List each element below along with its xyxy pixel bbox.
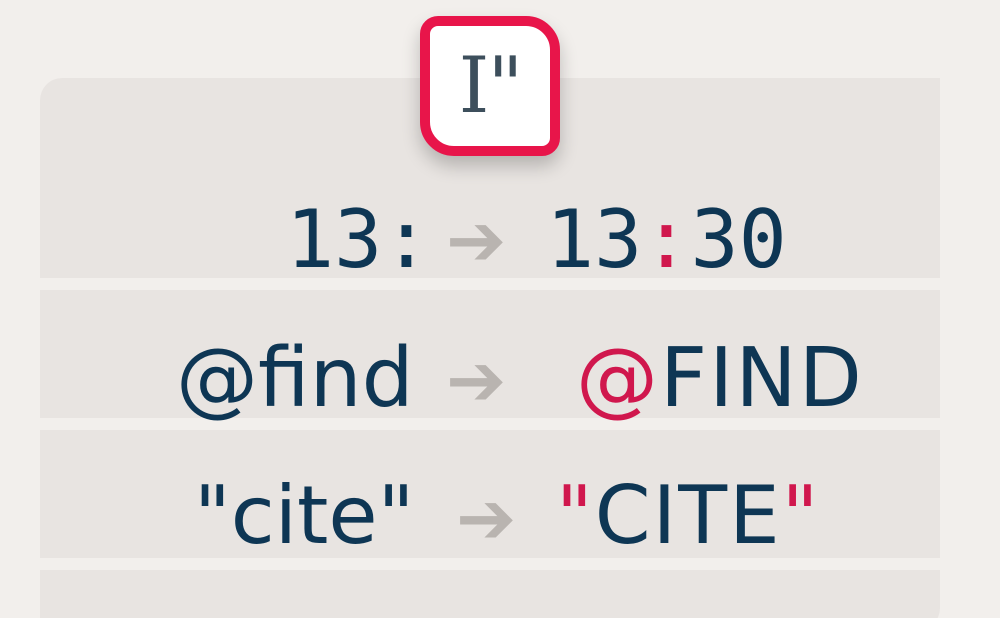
input-example: @find [176, 331, 414, 426]
example-row-at: @find ➔ @FIND [0, 338, 1000, 438]
band-2 [40, 290, 940, 418]
example-row-quotes: "cite" ➔ "CITE" [0, 476, 1000, 576]
output-main: FIND [660, 331, 864, 426]
arrow-right-icon: ➔ [446, 338, 507, 422]
output-example: 13:30 [546, 200, 787, 280]
band-3 [40, 430, 940, 558]
input-example: 13: [286, 193, 431, 286]
output-rest: 30 [690, 193, 787, 286]
arrow-right-icon: ➔ [456, 476, 517, 560]
output-example: @FIND [576, 338, 864, 420]
output-accent: @ [576, 331, 660, 426]
input-example: "cite" [194, 469, 415, 562]
output-accent-close: " [781, 469, 821, 562]
app-logo-icon: I" [420, 16, 560, 156]
example-row-time: 13: ➔ 13:30 [0, 200, 1000, 300]
output-main: CITE [594, 469, 782, 562]
arrow-right-icon: ➔ [446, 198, 507, 282]
output-accent-open: " [556, 469, 595, 562]
band-4 [40, 570, 940, 618]
output-accent: : [642, 193, 691, 286]
logo-text: I" [458, 41, 524, 131]
output-example: "CITE" [556, 476, 820, 556]
output-main: 13 [546, 193, 643, 286]
